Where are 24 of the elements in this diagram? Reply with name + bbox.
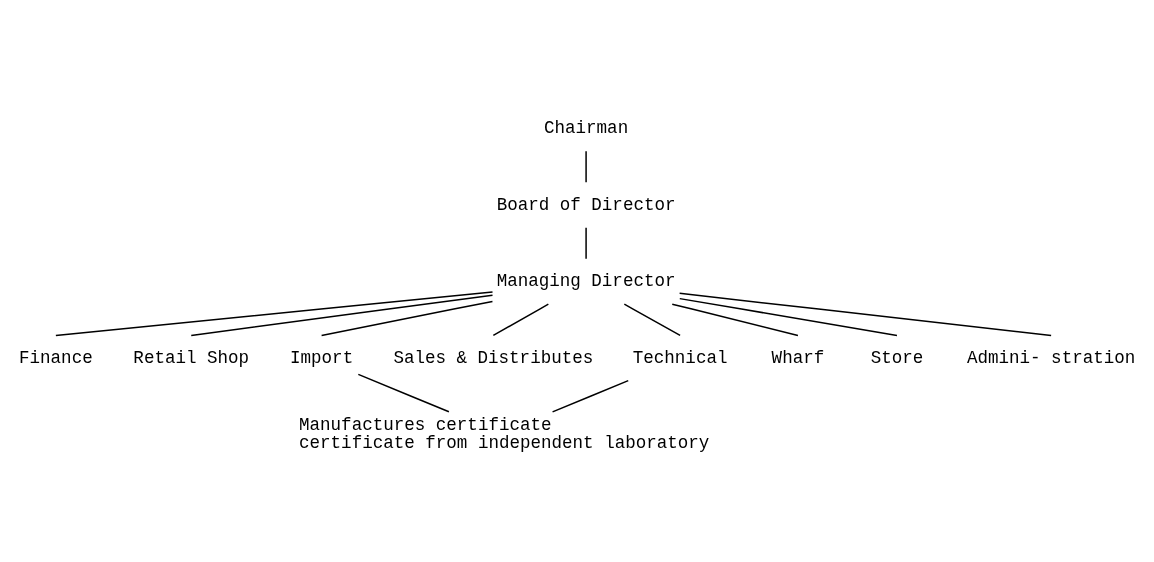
- connector: [190, 294, 494, 336]
- connector: [679, 297, 898, 336]
- node-text: Manufactures certificate certificate from independent laboratory: [299, 414, 710, 453]
- node-text: Import: [290, 347, 354, 368]
- node-text: Finance: [19, 347, 93, 368]
- node-text: Admini- stration: [966, 347, 1136, 368]
- connector: [585, 150, 587, 183]
- connector: [623, 302, 681, 336]
- connector: [678, 292, 1052, 336]
- connector: [585, 226, 587, 259]
- connector: [55, 290, 494, 336]
- connector: [551, 379, 629, 413]
- node-text: Technical: [632, 347, 728, 368]
- node-text: Sales & Distributes: [393, 347, 594, 368]
- node-text: Wharf: [771, 347, 825, 368]
- connector: [320, 300, 494, 336]
- connector: [357, 373, 450, 412]
- connector: [671, 302, 799, 336]
- node-text: Retail Shop: [133, 347, 250, 368]
- node-text: Store: [870, 347, 924, 368]
- node-text: Chairman: [544, 117, 629, 138]
- node-text: Board of Director: [496, 194, 676, 215]
- connector: [492, 302, 550, 336]
- node-text: Managing Director: [496, 270, 676, 291]
